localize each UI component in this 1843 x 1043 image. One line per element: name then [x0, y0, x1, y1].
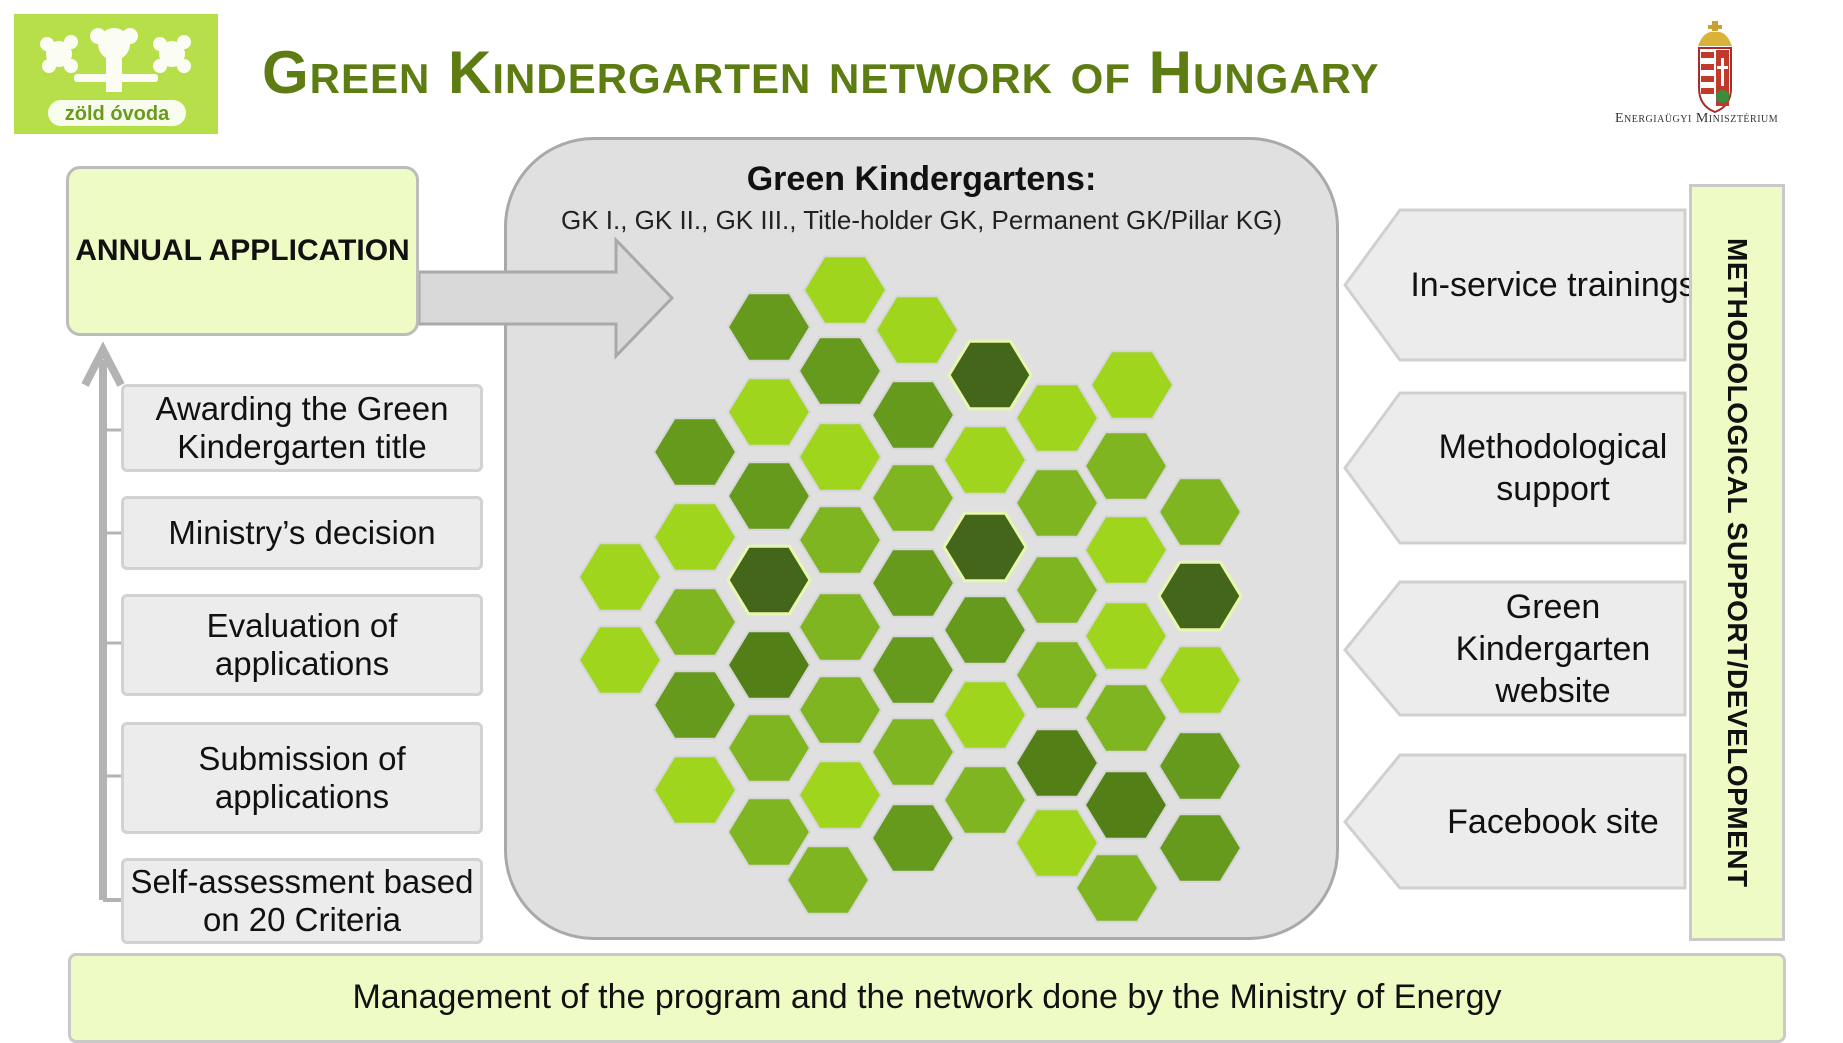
methodological-support-bar: [1689, 184, 1785, 941]
hexagon-cell: [1014, 808, 1100, 878]
page-title: Green Kindergarten network of Hungary: [262, 39, 1380, 106]
annual-application-box: ANNUAL APPLICATION: [66, 166, 419, 336]
vertical-label-wrap: METHODOLOGICAL SUPPORT/DEVELOPMENT: [1689, 184, 1785, 941]
hexagon-cell: [1083, 683, 1169, 753]
in-service-trainings-item: In-service trainings: [1345, 210, 1695, 360]
hexagon-cell: [577, 625, 663, 695]
hexagon-cell: [942, 425, 1028, 495]
hexagon-cell: [652, 587, 738, 657]
hexagon-cell: [870, 717, 956, 787]
hexagon-cell: [1083, 515, 1169, 585]
hexagon-cell: [870, 548, 956, 618]
hexagon-cell: [726, 713, 812, 783]
hexagon-cell: [942, 765, 1028, 835]
website-label: Green Kindergarten website: [1455, 587, 1651, 710]
hexagon-cell: [797, 336, 883, 406]
logo-text: zöld óvoda: [65, 103, 170, 125]
chevron-shape: [1343, 753, 1687, 890]
in-service-trainings-label: In-service trainings: [1410, 266, 1696, 304]
ministry-logo: [1600, 18, 1843, 138]
hexagon-network: [577, 255, 1243, 923]
hexagon-cell: [1083, 770, 1169, 840]
hexagon-cell: [1074, 853, 1160, 923]
hexagon-cell: [1157, 813, 1243, 883]
hexagon-cell: [1157, 560, 1243, 632]
step-awarding: Awarding the Green Kindergarten title: [121, 384, 483, 472]
methodological-support-label: Methodological support: [1438, 428, 1668, 508]
hexagon-cell: [802, 255, 888, 325]
hexagon-cell: [1083, 601, 1169, 671]
hexagon-cell: [874, 295, 960, 365]
hexagon-cell: [1083, 431, 1169, 501]
facebook-label: Facebook site: [1447, 802, 1659, 841]
hexagon-cell: [652, 670, 738, 740]
methodological-support-item: Methodological support: [1345, 393, 1685, 543]
up-arrow-icon: [81, 341, 125, 387]
hexagon-cell: [1014, 383, 1100, 453]
hexagon-cell: [942, 680, 1028, 750]
hexagon-cell: [652, 755, 738, 825]
hexagon-cell: [797, 505, 883, 575]
hexagon-cell: [797, 592, 883, 662]
hexagon-cell: [870, 463, 956, 533]
hexagon-cell: [726, 544, 812, 616]
hexagon-cell: [870, 635, 956, 705]
hexagon-cell: [1014, 555, 1100, 625]
hexagon-cell: [726, 797, 812, 867]
hexagon-cell: [870, 803, 956, 873]
green-kindergartens-categories: GK I., GK II., GK III., Title-holder GK,…: [560, 205, 1282, 235]
chevron-shape: [1343, 391, 1687, 545]
ministry-name: Energiaügyi Minisztérium: [1615, 111, 1779, 126]
arrow-to-network: [417, 236, 675, 360]
hexagon-cell: [726, 630, 812, 700]
step-ministry-decision: Ministry’s decision: [121, 496, 483, 570]
hexagon-cell: [797, 422, 883, 492]
chevron-shape: [1343, 208, 1687, 362]
hexagon-cell: [797, 675, 883, 745]
logo-graphic: zöld óvoda: [40, 28, 191, 126]
step-evaluation: Evaluation of applications: [121, 594, 483, 696]
hexagon-cell: [1089, 350, 1175, 420]
step-self-assessment: Self-assessment based on 20 Criteria: [121, 858, 483, 944]
hexagon-cell: [1014, 640, 1100, 710]
hexagon-cell: [942, 595, 1028, 665]
hexagon-cell: [1157, 645, 1243, 715]
hexagon-cell: [652, 502, 738, 572]
hexagon-cell: [652, 417, 738, 487]
hexagon-cell: [947, 339, 1033, 411]
hexagon-cell: [785, 845, 871, 915]
hexagon-cell: [942, 511, 1028, 583]
coat-of-arms-icon: [1698, 21, 1732, 114]
hexagon-cell: [726, 377, 812, 447]
website-item: Green Kindergarten website: [1345, 582, 1685, 715]
green-kindergarten-logo: zöld óvoda: [14, 14, 218, 134]
step-submission: Submission of applications: [121, 722, 483, 834]
chevron-shape: [1343, 580, 1687, 717]
hexagon-cell: [1157, 731, 1243, 801]
facebook-item: Facebook site: [1345, 755, 1685, 888]
hexagon-cell: [726, 461, 812, 531]
hexagon-cell: [797, 760, 883, 830]
hexagon-cell: [726, 292, 812, 362]
hexagon-cell: [1014, 728, 1100, 798]
hexagon-cell: [1157, 477, 1243, 547]
methodological-support-development-label: METHODOLOGICAL SUPPORT/DEVELOPMENT: [1722, 237, 1753, 888]
hexagon-cell: [577, 542, 663, 612]
hexagon-cell: [1014, 468, 1100, 538]
hexagon-cell: [870, 380, 956, 450]
management-bar: Management of the program and the networ…: [68, 953, 1786, 1043]
green-kindergartens-title: Green Kindergartens:: [746, 160, 1097, 198]
